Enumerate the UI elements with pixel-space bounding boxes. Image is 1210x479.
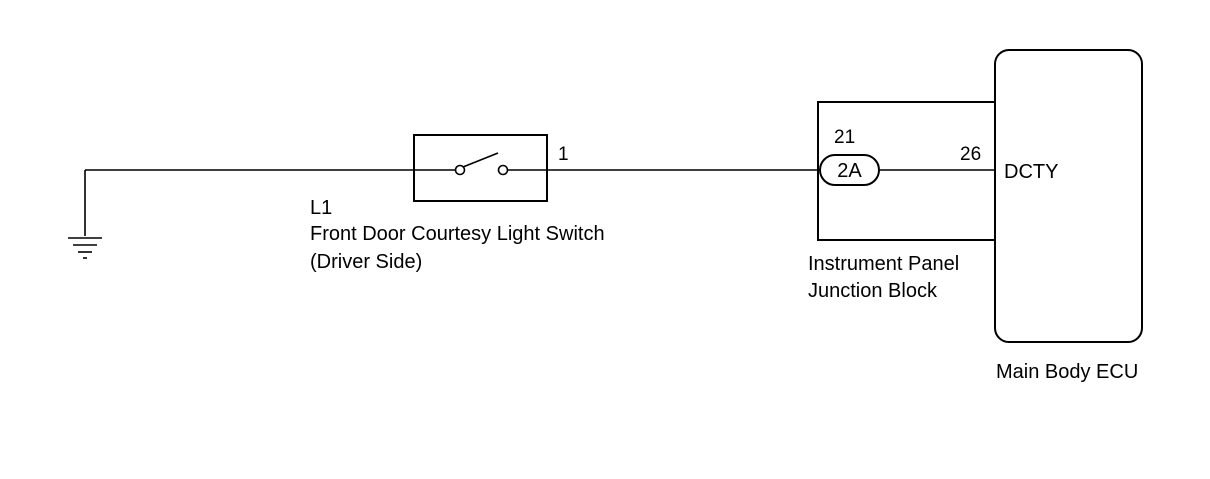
junction-block-name-line2: Junction Block — [808, 280, 938, 302]
switch-pin-number: 1 — [558, 144, 569, 165]
junction-connector: 2A — [819, 154, 880, 186]
ecu-terminal-label: DCTY — [1004, 161, 1058, 183]
switch-contact-icon — [414, 152, 547, 176]
junction-pin-in: 21 — [834, 127, 855, 148]
switch-box — [413, 134, 548, 202]
switch-side-label: (Driver Side) — [310, 251, 422, 273]
junction-connector-label: 2A — [837, 160, 862, 182]
courtesy-light-switch — [413, 134, 548, 202]
ecu-box — [994, 49, 1143, 343]
junction-pin-out: 26 — [960, 144, 981, 165]
junction-block-name-line1: Instrument Panel — [808, 253, 959, 275]
ground-symbol-icon — [68, 170, 102, 259]
switch-connector-label: L1 — [310, 197, 332, 219]
junction-block-box — [817, 101, 995, 241]
switch-name-label: Front Door Courtesy Light Switch — [310, 223, 605, 245]
ecu-name-label: Main Body ECU — [996, 361, 1138, 383]
